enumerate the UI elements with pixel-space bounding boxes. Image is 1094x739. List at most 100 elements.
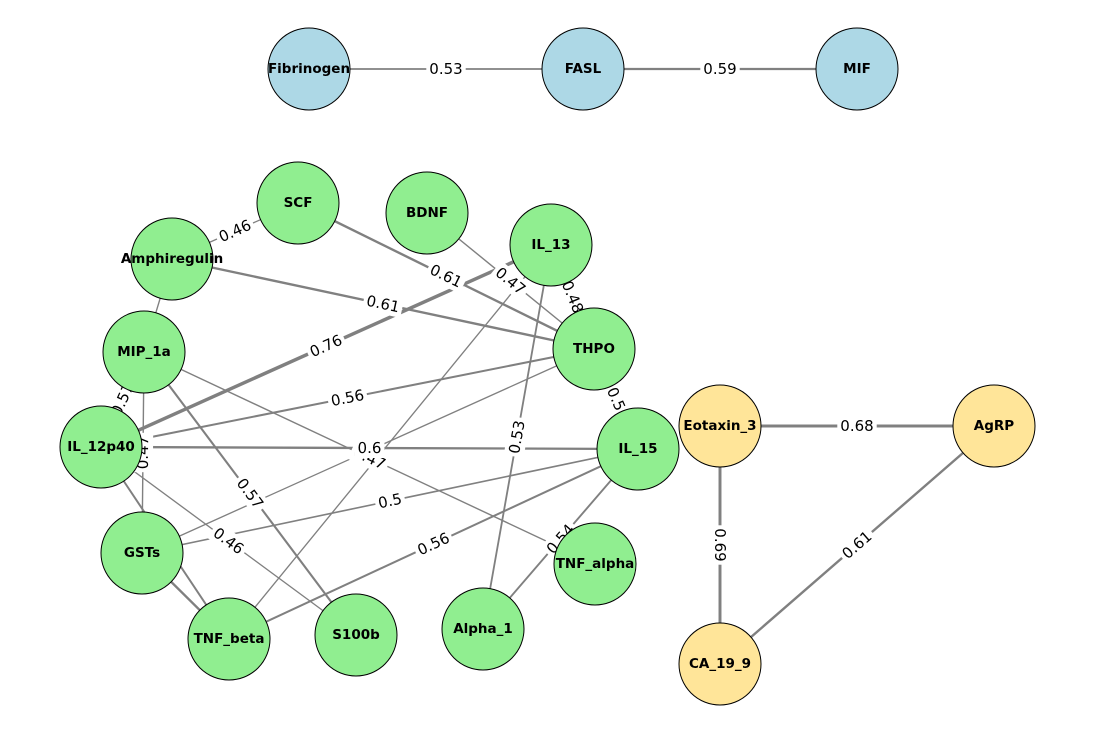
edge-label-background [411,526,456,562]
node-TNF_beta: TNF_beta [187,597,271,681]
edge-weight-label: 0.53 [429,60,462,78]
node-GSTs: GSTs [100,511,184,595]
node-label: MIP_1a [117,344,171,360]
node-label: IL_13 [531,237,570,253]
node-label: GSTs [124,545,160,561]
edges-layer [99,67,996,666]
edge-label-background [426,59,466,79]
node-AgRP: AgRP [952,384,1036,468]
node-circle [815,27,899,111]
node-label: THPO [573,341,615,357]
edge-label-CA_19_9-AgRP: 0.61 [835,524,879,566]
node-label: TNF_beta [194,631,265,647]
node-circle [385,171,469,255]
node-circle [553,522,637,606]
edge-label-background [503,415,531,459]
edge-label-background [361,290,405,318]
edge-label-SCF-THPO: 0.61 [423,258,469,294]
node-Alpha_1: Alpha_1 [441,587,525,671]
edge-label-background [326,384,369,412]
edge-weight-label: 0.6 [358,439,382,457]
node-Fibrinogen: Fibrinogen [267,27,351,111]
node-MIF: MIF [815,27,899,111]
node-FASL: FASL [541,27,625,111]
node-IL_12p40: IL_12p40 [59,405,143,489]
node-circle [678,622,762,706]
edge-label-background [700,59,740,79]
edge-IL_13-TNF_beta [228,244,552,640]
edge-label-background [354,437,385,459]
node-THPO: THPO [552,307,636,391]
node-circle [187,597,271,681]
node-circle [314,593,398,677]
edge-label-IL_13-IL_12p40: 0.76 [303,328,349,364]
edge-label-Eotaxin_3-AgRP: 0.68 [837,416,877,436]
node-circle [952,384,1036,468]
edge-label-background [488,260,533,302]
node-BDNF: BDNF [385,171,469,255]
edge-label-IL_15-TNF_beta: 0.56 [411,526,456,562]
node-label: Eotaxin_3 [683,418,756,434]
edge-weight-label: 0.59 [703,60,736,78]
edge-label-background [837,416,877,436]
edge-label-background [423,258,469,294]
node-circle [541,27,625,111]
node-circle [441,587,525,671]
edge-weight-label: 0.68 [840,417,873,435]
edge-label-THPO-IL_12p40: 0.56 [326,384,369,412]
node-label: TNF_alpha [556,556,635,572]
node-label: Amphiregulin [121,251,223,267]
edge-weight-label: 0.69 [711,528,729,561]
edge-label-background [540,517,581,561]
edge-label-Eotaxin_3-CA_19_9: 0.69 [710,525,730,565]
node-label: AgRP [974,418,1015,434]
edge-label-FASL-MIF: 0.59 [700,59,740,79]
edge-label-background [303,328,349,364]
node-Eotaxin_3: Eotaxin_3 [678,384,762,468]
node-circle [596,407,680,491]
nodes-layer: Fibrinogen FASL MIF SCF BDNF IL_13Amphireguli… [59,27,1036,706]
node-label: FASL [565,61,602,77]
edge-weight-label: 0.56 [329,386,365,410]
node-label: BDNF [406,205,448,221]
node-TNF_alpha: TNF_alpha [553,522,637,606]
edge-weight-label: 0.61 [365,292,401,317]
node-IL_13: IL_13 [509,203,593,287]
node-label: Fibrinogen [268,61,350,77]
node-S100b: S100b [314,593,398,677]
node-circle [509,203,593,287]
edge-label-IL_15-GSTs: 0.5 [373,488,407,514]
node-label: MIF [843,61,871,77]
edge-weight-label: 0.53 [505,419,529,455]
node-label: Alpha_1 [453,621,513,637]
node-circle [678,384,762,468]
node-circle [267,27,351,111]
node-MIP_1a: MIP_1a [102,310,186,394]
node-SCF: SCF [256,161,340,245]
node-IL_15: IL_15 [596,407,680,491]
edge-label-IL_12p40-S100b: 0.46 [206,521,251,561]
edge-label-IL_13-Alpha_1: 0.53 [503,415,531,459]
node-circle [552,307,636,391]
edge-label-background [710,525,730,565]
edge-label-background [230,471,270,516]
edge-label-background [555,274,590,320]
node-circle [256,161,340,245]
node-label: IL_12p40 [67,439,135,455]
edge-label-background [373,488,407,514]
node-circle [102,310,186,394]
edge-label-background [835,524,879,566]
edge-label-background [206,521,251,561]
node-label: IL_15 [618,441,657,457]
node-circle [130,217,214,301]
node-circle [100,511,184,595]
node-circle [59,405,143,489]
edge-label-Amphiregulin-THPO: 0.61 [361,290,405,318]
edge-weight-label: 0.5 [376,490,403,513]
edge-label-MIP_1a-S100b: 0.57 [230,471,270,516]
edge-label-background [212,213,258,249]
node-label: SCF [284,195,313,211]
node-CA_19_9: CA_19_9 [678,622,762,706]
